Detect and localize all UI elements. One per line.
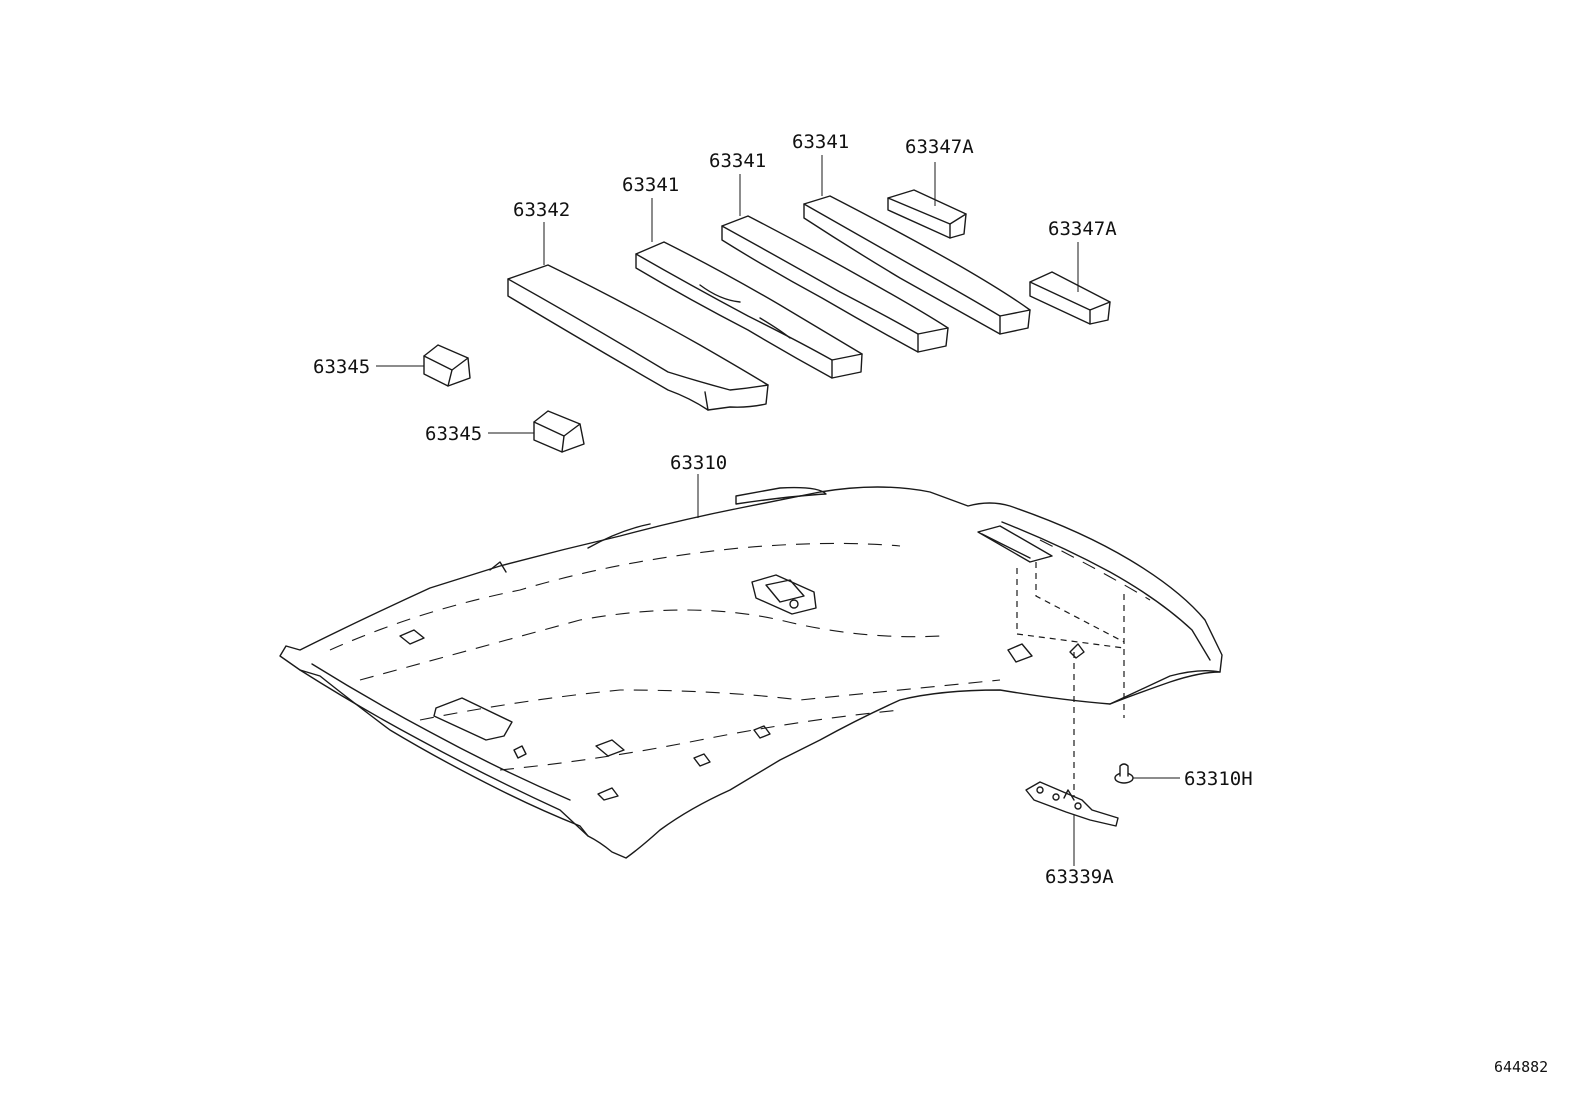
- label-63339a: 63339A: [1045, 866, 1114, 888]
- pad-63342[interactable]: [507, 264, 769, 411]
- pad-63341-2[interactable]: [721, 215, 949, 353]
- label-63310h: 63310H: [1184, 768, 1253, 790]
- pad-63347a-right[interactable]: [1029, 271, 1111, 325]
- headlining-63310[interactable]: [279, 486, 1223, 859]
- label-63342: 63342: [513, 199, 570, 221]
- pad-63345-upper[interactable]: [423, 344, 471, 387]
- bracket-63339a[interactable]: [1025, 781, 1119, 827]
- pad-63341-3[interactable]: [803, 195, 1031, 335]
- assembly-guides: [1016, 562, 1125, 808]
- label-63310: 63310: [670, 452, 727, 474]
- label-63345-upper: 63345: [313, 356, 370, 378]
- label-63345-lower: 63345: [425, 423, 482, 445]
- label-63347a-upper: 63347A: [905, 136, 974, 158]
- label-63341-3: 63341: [792, 131, 849, 153]
- label-63341-1: 63341: [622, 174, 679, 196]
- pad-63347a-upper[interactable]: [887, 189, 967, 239]
- label-63347a-right: 63347A: [1048, 218, 1117, 240]
- pad-63341-1[interactable]: [635, 241, 863, 379]
- figure-code: 644882: [1494, 1058, 1548, 1076]
- clip-63310h[interactable]: [1114, 763, 1134, 784]
- label-63341-2: 63341: [709, 150, 766, 172]
- pad-63345-lower[interactable]: [533, 410, 585, 453]
